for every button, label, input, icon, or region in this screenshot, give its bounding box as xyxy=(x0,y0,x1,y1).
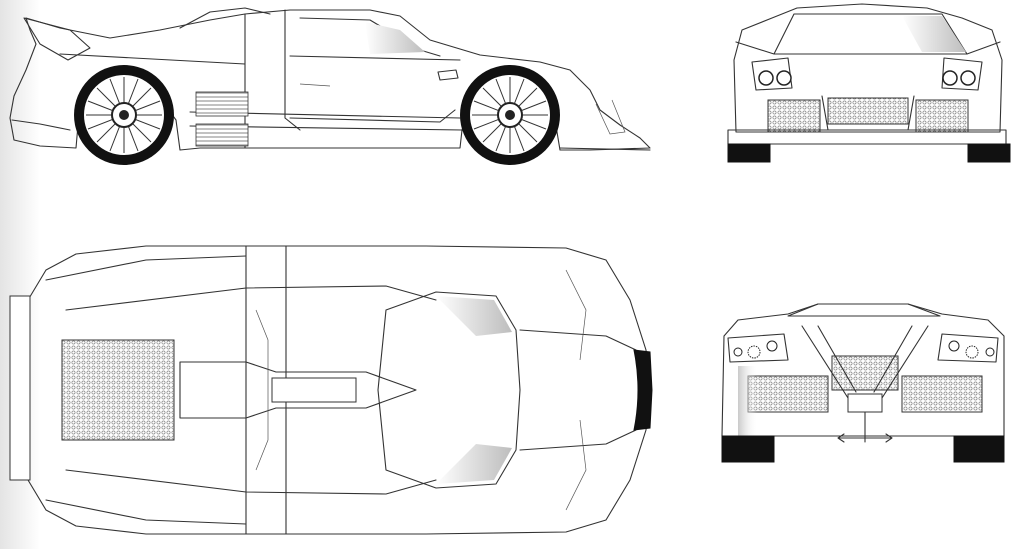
front-wheel xyxy=(460,65,560,165)
rear-diffuser-left xyxy=(747,375,829,413)
rear-view xyxy=(718,296,1012,466)
front-splitter xyxy=(559,147,651,151)
front-body-outline xyxy=(733,3,1003,133)
top-rear-wing xyxy=(9,295,31,481)
top-canopy xyxy=(377,291,521,489)
front-grille-center xyxy=(827,97,909,125)
rear-spoiler xyxy=(23,17,91,61)
left-headlight xyxy=(751,57,793,91)
rear-diffuser-right xyxy=(901,375,983,413)
top-view xyxy=(6,240,660,540)
rear-right-lights xyxy=(937,333,999,363)
rear-right-tyre xyxy=(953,435,1005,463)
front-grille-right xyxy=(915,99,969,133)
side-air-vent xyxy=(195,91,249,117)
roof-spine xyxy=(179,361,417,419)
front-windshield xyxy=(773,13,968,55)
side-view xyxy=(0,0,660,175)
rear-wheel xyxy=(74,65,174,165)
rear-left-tyre xyxy=(721,435,775,463)
side-mirror xyxy=(437,69,459,81)
top-nose-black xyxy=(633,349,653,431)
rear-mesh-upper xyxy=(831,355,899,391)
front-right-tyre xyxy=(967,143,1011,163)
front-view xyxy=(722,0,1012,170)
rear-left-lights xyxy=(727,333,789,363)
engine-cover-mesh xyxy=(61,339,175,441)
rear-exhaust xyxy=(847,393,883,413)
front-grille-left xyxy=(767,99,821,133)
right-headlight xyxy=(941,57,983,91)
front-left-tyre xyxy=(727,143,771,163)
